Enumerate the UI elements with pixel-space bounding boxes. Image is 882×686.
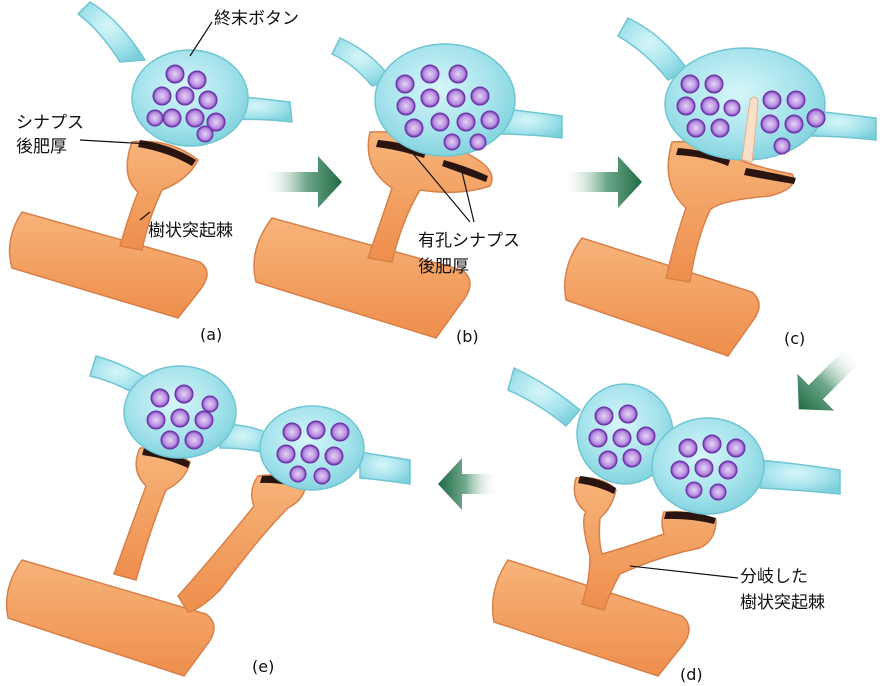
arrow-right-icon [262, 156, 342, 208]
label-psd-line1: シナプス [16, 113, 84, 133]
dendritic-spine-left [114, 448, 190, 580]
axon [618, 18, 688, 80]
label-dendritic-spine: 樹状突起棘 [148, 221, 233, 241]
panel-a: 終末ボタン シナプス 後肥厚 樹状突起棘 (a) [10, 2, 299, 344]
panel-label-b: (b) [456, 327, 479, 346]
axon-exit [760, 460, 840, 494]
label-terminal-button: 終末ボタン [214, 9, 299, 29]
dendrite-shaft [7, 560, 214, 676]
leader-line [630, 566, 738, 578]
label-psd-line2: 後肥厚 [16, 137, 67, 157]
label-perforated-line2: 後肥厚 [418, 257, 469, 277]
label-branched-line1: 分岐した [740, 567, 808, 587]
dendrite-shaft [565, 238, 759, 356]
dendritic-spine [666, 142, 794, 282]
arrow-diagonal-icon [780, 334, 873, 427]
axon [508, 368, 580, 426]
panel-label-e: (e) [252, 657, 274, 676]
label-perforated-line1: 有孔シナプス [418, 231, 520, 251]
panel-label-d: (d) [680, 665, 703, 684]
arrow-left-icon [438, 458, 498, 510]
arrow-right-icon [562, 156, 642, 208]
axon-exit [360, 452, 410, 484]
panel-label-c: (c) [784, 329, 805, 348]
axon [78, 2, 145, 62]
panel-e: (e) [7, 356, 410, 676]
panel-d: 分岐した 樹状突起棘 (d) [493, 368, 840, 684]
panel-label-a: (a) [200, 325, 222, 344]
label-branched-line2: 樹状突起棘 [740, 593, 825, 613]
dendritic-spine-right [178, 475, 306, 612]
